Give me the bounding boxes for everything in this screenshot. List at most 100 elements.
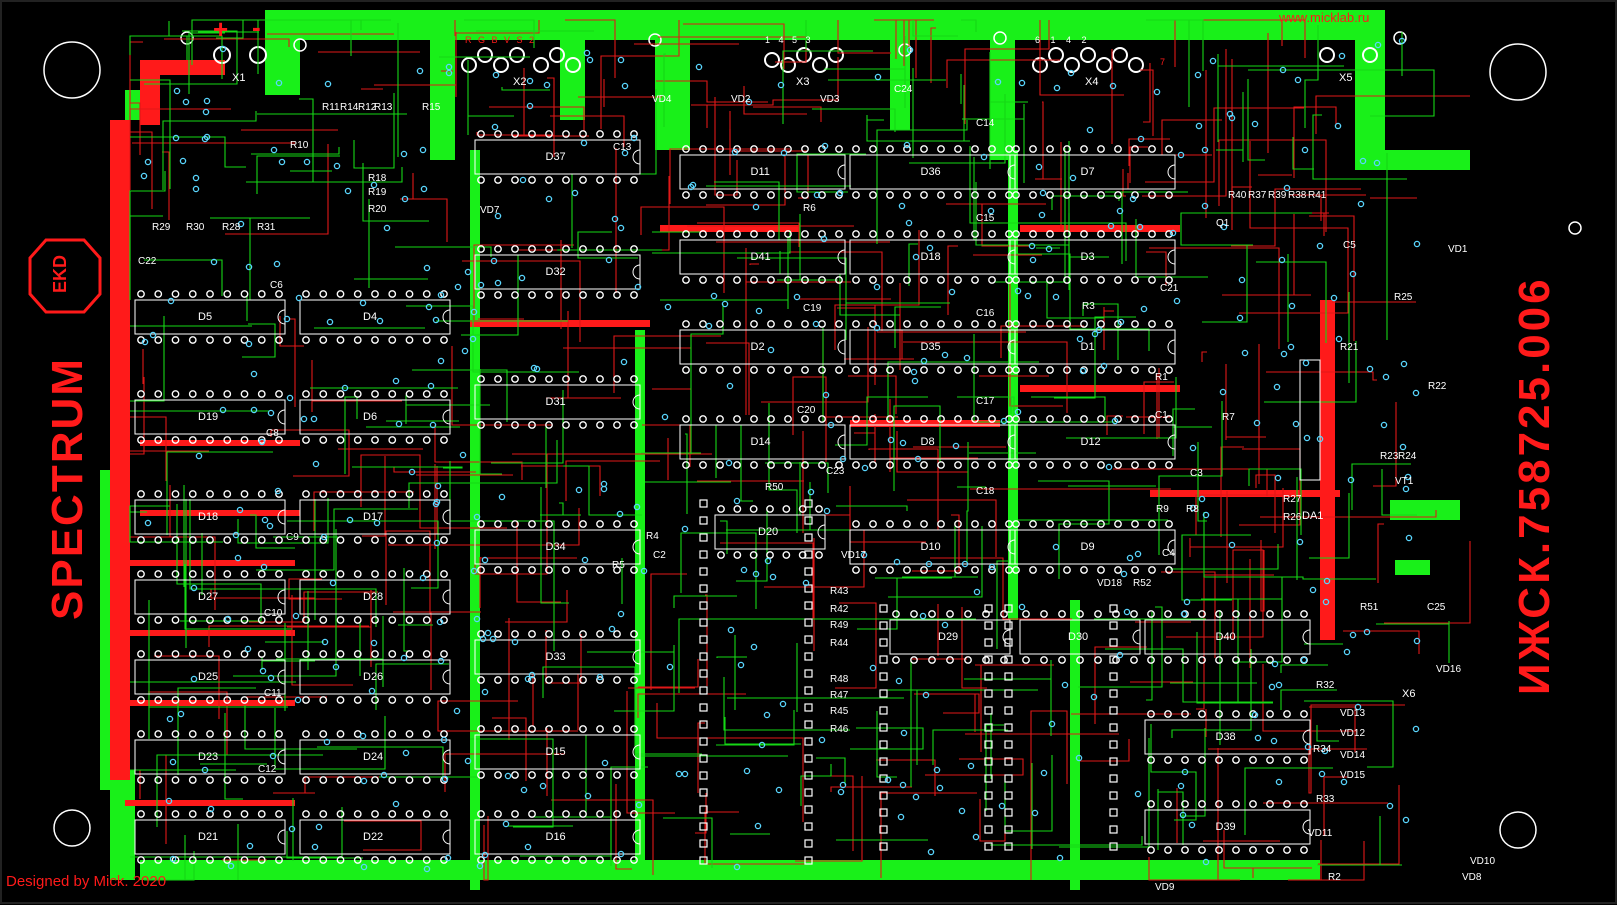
chip-label: D40 bbox=[1215, 631, 1236, 643]
part-label: C16 bbox=[976, 308, 995, 319]
chip-d27 bbox=[134, 570, 286, 624]
part-label: VD18 bbox=[1097, 578, 1123, 589]
part-label: C8 bbox=[266, 428, 279, 439]
chip-label: D30 bbox=[1068, 631, 1089, 643]
chip-d19 bbox=[134, 390, 286, 444]
connector-x3-label: X3 bbox=[796, 76, 810, 88]
part-number: ИЖСК.758725.006 bbox=[1510, 276, 1559, 695]
part-label: VD10 bbox=[1470, 856, 1496, 867]
part-label: C18 bbox=[976, 486, 995, 497]
chip-label: D39 bbox=[1215, 821, 1236, 833]
part-label: R11 bbox=[322, 102, 340, 113]
part-label: R2 bbox=[1328, 872, 1341, 883]
connector-x4-label: X4 bbox=[1085, 76, 1099, 88]
chip-d8 bbox=[849, 415, 1016, 469]
part-label: R52 bbox=[1133, 578, 1152, 589]
chip-d28 bbox=[299, 570, 451, 624]
chip-d21 bbox=[134, 810, 286, 864]
logo-octagon bbox=[28, 238, 102, 314]
chip-label: D11 bbox=[750, 166, 770, 178]
part-label: C21 bbox=[1160, 283, 1179, 294]
chip-label: D1 bbox=[1080, 341, 1095, 353]
part-label: R4 bbox=[646, 531, 659, 542]
power-minus-label: - bbox=[252, 12, 261, 42]
chip-label: D32 bbox=[545, 266, 566, 278]
part-label: C15 bbox=[976, 213, 995, 224]
part-label: R6 bbox=[803, 203, 816, 214]
part-label: R37 bbox=[1248, 190, 1267, 201]
chip-label: D5 bbox=[198, 311, 213, 323]
chip-label: D19 bbox=[198, 411, 219, 423]
chip-d37 bbox=[474, 130, 641, 184]
chip-d2 bbox=[679, 320, 846, 374]
part-label: VD14 bbox=[1340, 750, 1366, 761]
chip-label: D4 bbox=[363, 311, 378, 323]
chip-d34 bbox=[474, 520, 641, 574]
part-label: C2 bbox=[653, 550, 666, 561]
power-plus-label: + bbox=[213, 14, 229, 44]
chip-d12 bbox=[1009, 415, 1176, 469]
chip-label: D8 bbox=[920, 436, 935, 448]
connector-x2-label: X2 bbox=[513, 76, 527, 88]
designer-credit: Designed by Mick. 2020 bbox=[6, 873, 167, 890]
part-label: C10 bbox=[264, 608, 283, 619]
part-label: R15 bbox=[422, 102, 441, 113]
chip-label: D20 bbox=[758, 526, 779, 538]
part-label: R18 bbox=[368, 173, 387, 184]
signal-traces-top bbox=[129, 19, 1471, 881]
part-label: R29 bbox=[152, 222, 171, 233]
connector-x4-pins: 6 1 4 2 bbox=[1035, 35, 1091, 45]
large-dip-pins bbox=[1004, 604, 1118, 851]
chip-label: D27 bbox=[198, 591, 219, 603]
mounting-holes bbox=[43, 31, 1582, 849]
chip-label: D14 bbox=[750, 436, 771, 448]
part-label: R26 bbox=[1283, 512, 1302, 523]
signal-traces-bottom bbox=[129, 19, 1450, 881]
chip-d11 bbox=[679, 145, 846, 199]
part-label: R46 bbox=[830, 724, 849, 735]
site-url: www.micklab.ru bbox=[1279, 10, 1370, 25]
chip-label: D21 bbox=[198, 831, 219, 843]
part-label: R13 bbox=[374, 102, 393, 113]
chip-label: D35 bbox=[920, 341, 941, 353]
part-label: R24 bbox=[1398, 451, 1417, 462]
part-label: R51 bbox=[1360, 602, 1379, 613]
part-label: C23 bbox=[826, 466, 845, 477]
part-label: R43 bbox=[830, 586, 849, 597]
chip-label: D17 bbox=[363, 511, 384, 523]
part-label: R28 bbox=[222, 222, 241, 233]
chip-d29 bbox=[889, 610, 1011, 664]
part-label: VD4 bbox=[652, 94, 672, 105]
part-label: C13 bbox=[613, 142, 632, 153]
chip-d6 bbox=[299, 390, 451, 444]
part-label: VD9 bbox=[1155, 882, 1175, 893]
chip-label: D22 bbox=[363, 831, 384, 843]
part-label: R40 bbox=[1228, 190, 1247, 201]
part-label: R12 bbox=[358, 102, 377, 113]
chip-label: D6 bbox=[363, 411, 378, 423]
part-label: C24 bbox=[894, 84, 913, 95]
part-label: R30 bbox=[186, 222, 205, 233]
chip-label: D18 bbox=[920, 251, 941, 263]
chip-label: D23 bbox=[198, 751, 219, 763]
chip-label: D7 bbox=[1080, 166, 1095, 178]
part-label: R45 bbox=[830, 706, 849, 717]
connector-x1-label: X1 bbox=[232, 72, 246, 84]
part-label: VT1 bbox=[1395, 476, 1414, 487]
chip-d18 bbox=[134, 490, 286, 544]
chip-d17 bbox=[299, 490, 451, 544]
part-label: C22 bbox=[138, 256, 157, 267]
part-label: R32 bbox=[1316, 680, 1335, 691]
chip-d1 bbox=[1009, 320, 1176, 374]
chip-d22 bbox=[299, 810, 451, 864]
part-label: R8 bbox=[1186, 504, 1199, 515]
chip-label: D24 bbox=[363, 751, 384, 763]
connector-x5-label: X5 bbox=[1339, 72, 1353, 84]
chip-label: D25 bbox=[198, 671, 219, 683]
logo-text: EKD bbox=[50, 254, 70, 293]
chip-d24 bbox=[299, 730, 451, 784]
part-label: R14 bbox=[340, 102, 359, 113]
part-label: VD8 bbox=[1462, 872, 1482, 883]
chip-d36 bbox=[849, 145, 1016, 199]
part-label: C6 bbox=[270, 280, 283, 291]
